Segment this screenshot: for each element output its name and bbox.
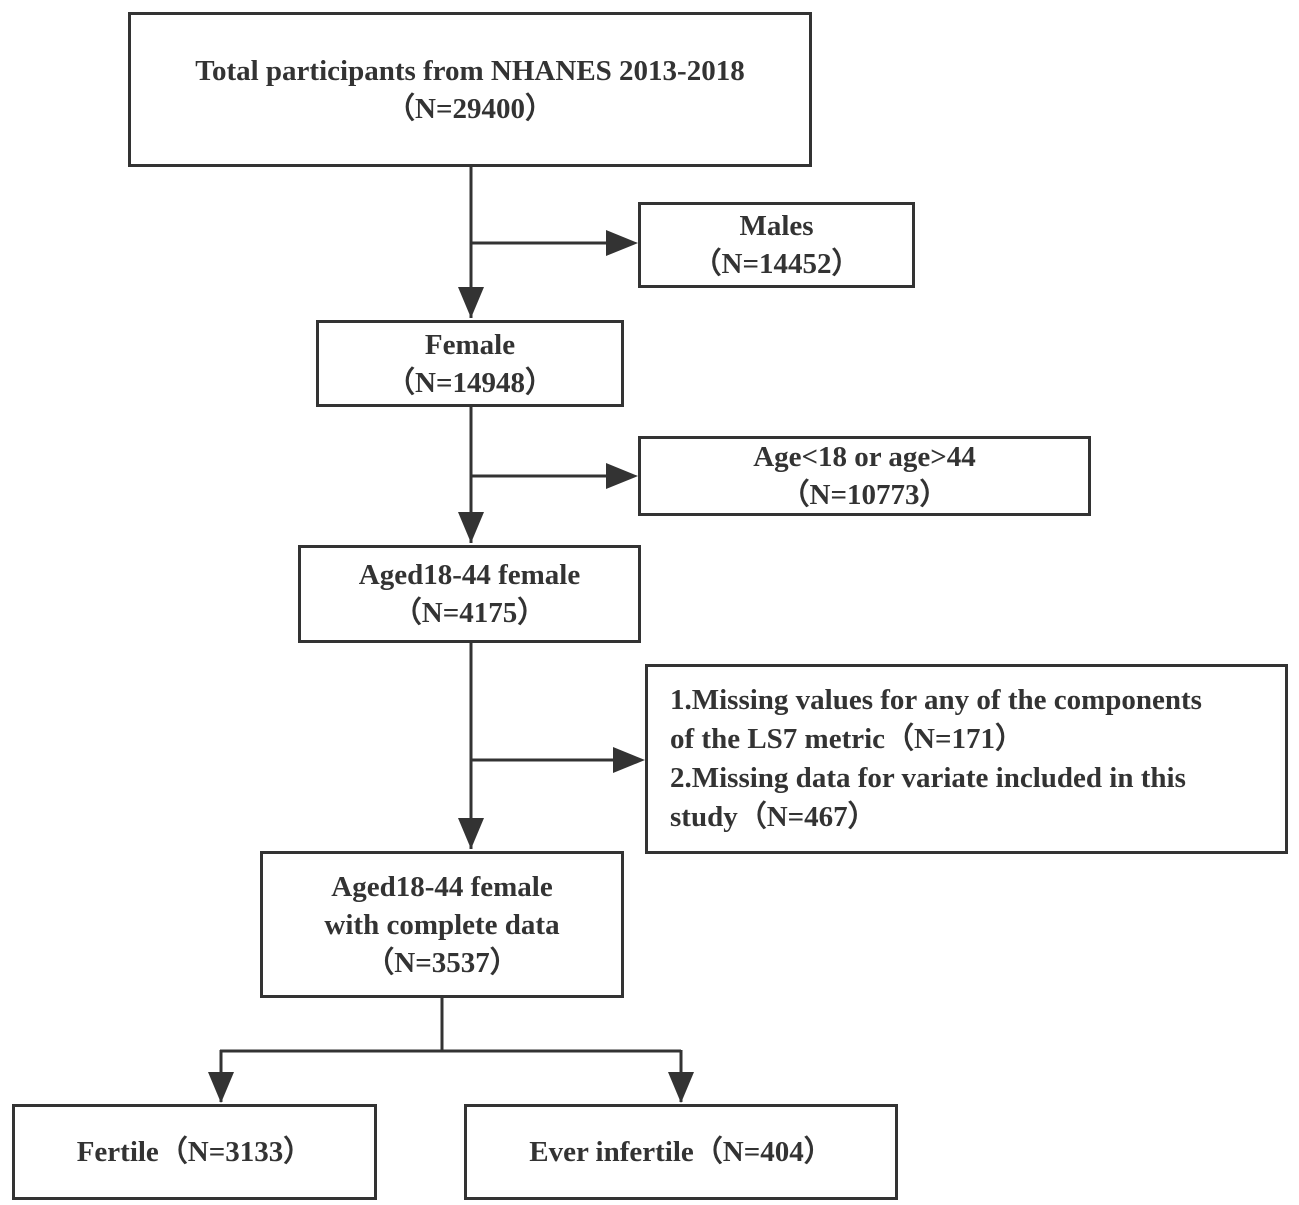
age-exclusion-count: （N=10773） — [780, 479, 949, 511]
missing-data-exclusion-box: 1.Missing values for any of the componen… — [645, 664, 1288, 854]
aged-18-44-female-box: Aged18-44 female （N=4175） — [298, 545, 641, 643]
missing-line-1: 1.Missing values for any of the componen… — [670, 684, 1202, 716]
female-count: （N=14948） — [386, 366, 554, 399]
missing-line-4: study（N=467） — [670, 801, 877, 833]
ever-infertile-label: Ever infertile（N=404） — [529, 1136, 833, 1168]
complete-data-box: Aged18-44 female with complete data （N=3… — [260, 851, 624, 998]
female-box: Female （N=14948） — [316, 320, 624, 407]
arrowhead-complete — [458, 818, 484, 849]
arrowhead-age-exclusion — [606, 463, 638, 489]
arrowhead-infertile — [668, 1072, 694, 1103]
complete-label-2: with complete data — [324, 908, 560, 941]
age-exclusion-label: Age<18 or age>44 — [753, 441, 976, 473]
arrowhead-males — [606, 230, 638, 256]
arrowhead-female — [458, 287, 484, 318]
missing-line-2: of the LS7 metric（N=171） — [670, 723, 1024, 755]
arrowhead-missing — [613, 747, 645, 773]
males-count: （N=14452） — [692, 248, 861, 280]
total-participants-count: （N=29400） — [386, 92, 554, 125]
ever-infertile-box: Ever infertile（N=404） — [464, 1104, 898, 1200]
males-label: Males — [739, 210, 814, 242]
fertile-label: Fertile（N=3133） — [76, 1136, 313, 1168]
total-participants-label: Total participants from NHANES 2013-2018 — [195, 54, 745, 87]
males-excluded-box: Males （N=14452） — [638, 202, 915, 288]
aged-female-label: Aged18-44 female — [358, 559, 581, 591]
female-label: Female — [424, 328, 516, 361]
complete-label-1: Aged18-44 female — [331, 870, 553, 903]
missing-line-3: 2.Missing data for variate included in t… — [670, 762, 1186, 794]
aged-female-count: （N=4175） — [392, 597, 547, 629]
arrowhead-aged — [458, 512, 484, 543]
fertile-box: Fertile（N=3133） — [12, 1104, 377, 1200]
total-participants-box: Total participants from NHANES 2013-2018… — [128, 12, 812, 167]
arrowhead-fertile — [208, 1072, 234, 1103]
age-exclusion-box: Age<18 or age>44 （N=10773） — [638, 436, 1091, 516]
complete-count: （N=3537） — [365, 946, 519, 979]
